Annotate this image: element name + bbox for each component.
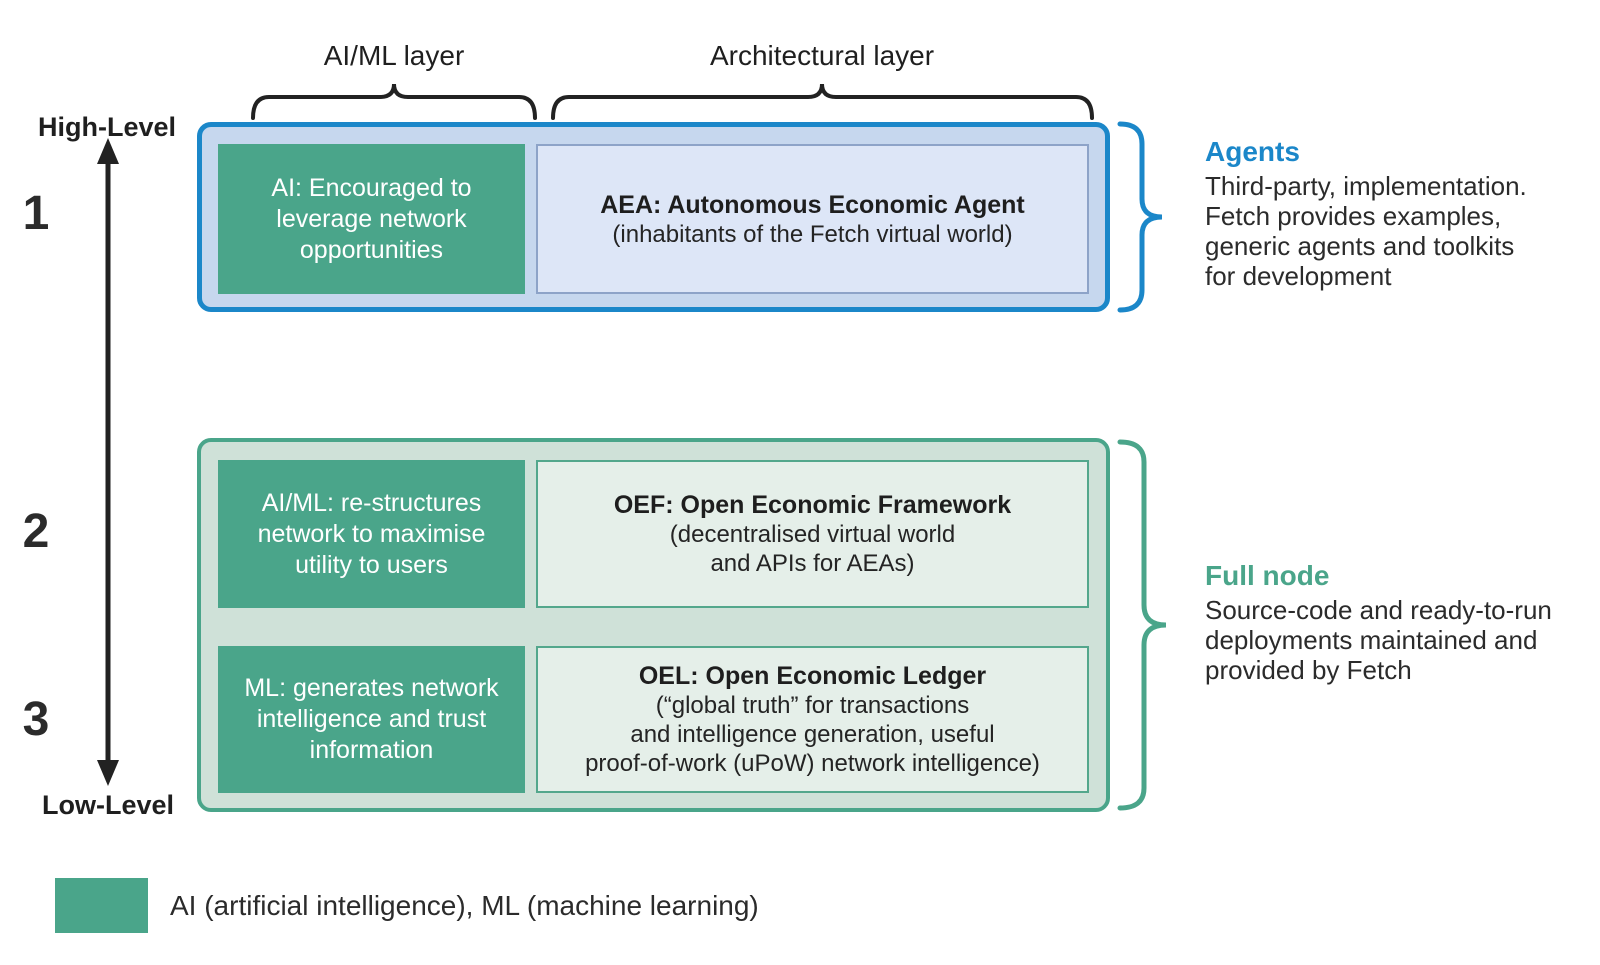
full-node-annotation-body: Source-code and ready-to-run deployments… xyxy=(1205,595,1552,685)
agents-annotation: Agents Third-party, implementation. Fetc… xyxy=(1205,136,1575,291)
full-node-annotation-title: Full node xyxy=(1205,560,1330,591)
legend-text: AI (artificial intelligence), ML (machin… xyxy=(170,890,759,921)
level-number-2: 2 xyxy=(22,505,50,558)
architectural-layer-label: Architectural layer xyxy=(709,40,935,71)
row1-aea-box: AEA: Autonomous Economic Agent (inhabita… xyxy=(536,144,1089,294)
agents-brace xyxy=(1117,121,1163,313)
architectural-layer-brace xyxy=(551,83,1094,120)
oel-subtitle: (“global truth” for transactions and int… xyxy=(585,692,1040,777)
row3-oel-box: OEL: Open Economic Ledger (“global truth… xyxy=(536,646,1089,793)
aea-title: AEA: Autonomous Economic Agent xyxy=(600,190,1025,219)
oef-title: OEF: Open Economic Framework xyxy=(613,491,1012,519)
aea-subtitle: (inhabitants of the Fetch virtual world) xyxy=(612,220,1013,248)
row1-aiml-box: AI: Encouraged to leverage network oppor… xyxy=(218,144,525,294)
row2-aiml-box: AI/ML: re-structures network to maximise… xyxy=(218,460,525,608)
aiml-layer-brace xyxy=(251,83,537,120)
aiml-layer-label: AI/ML layer xyxy=(323,40,465,71)
oel-title: OEL: Open Economic Ledger xyxy=(638,662,987,690)
arrow-down-icon xyxy=(97,760,119,786)
oef-subtitle: (decentralised virtual world and APIs fo… xyxy=(669,521,956,577)
level-number-3: 3 xyxy=(22,693,50,746)
agents-annotation-title: Agents xyxy=(1205,136,1300,167)
agents-annotation-body: Third-party, implementation. Fetch provi… xyxy=(1205,171,1527,291)
high-level-label: High-Level xyxy=(38,112,177,142)
row2-oef-box: OEF: Open Economic Framework (decentrali… xyxy=(536,460,1089,608)
full-node-annotation: Full node Source-code and ready-to-run d… xyxy=(1205,560,1585,685)
legend-swatch xyxy=(55,878,148,933)
arrow-up-icon xyxy=(97,138,119,164)
full-node-brace xyxy=(1117,439,1167,811)
row3-ml-box: ML: generates network intelligence and t… xyxy=(218,646,525,793)
low-level-label: Low-Level xyxy=(42,790,175,820)
level-number-1: 1 xyxy=(22,187,50,240)
